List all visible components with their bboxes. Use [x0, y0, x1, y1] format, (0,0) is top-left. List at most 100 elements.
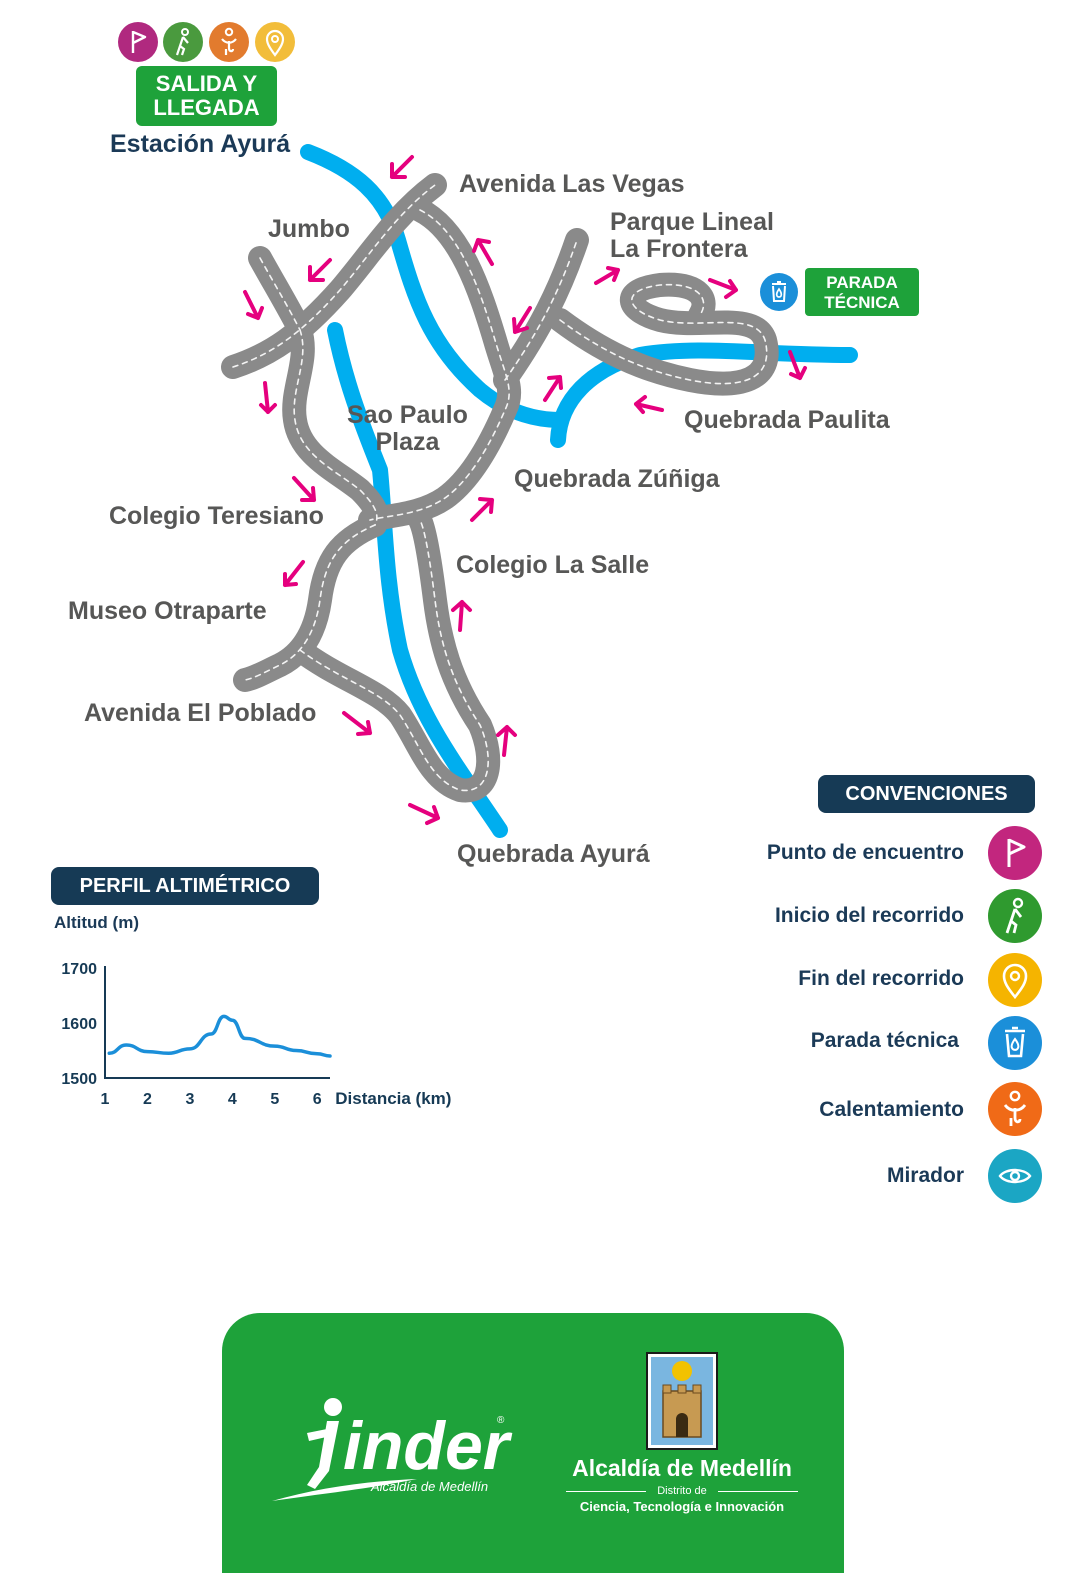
legend-icon-parada	[988, 1016, 1042, 1070]
distrito-line: Distrito de	[566, 1483, 798, 1499]
profile-title: PERFIL ALTIMÉTRICO	[51, 867, 319, 905]
parada-tecnica-badge: PARADA TÉCNICA	[805, 268, 919, 316]
finish-marker	[255, 22, 295, 62]
direction-arrows	[243, 155, 807, 825]
inder-runner-swoosh	[272, 1479, 417, 1501]
arrow	[634, 395, 664, 414]
alcaldia-name: Alcaldía de Medellín	[572, 1455, 792, 1481]
legend-icon-meeting-point	[988, 826, 1042, 880]
arrow	[342, 711, 372, 736]
legend-label-start: Inicio del recorrido	[774, 904, 964, 927]
y-tick-label: 1700	[61, 961, 97, 978]
label-avenida-el-poblado: Avenida El Poblado	[84, 699, 317, 727]
arrow	[259, 381, 277, 414]
arrow	[543, 375, 563, 402]
distrito-text: Distrito de	[657, 1485, 707, 1497]
y-tick-label: 1600	[61, 1016, 97, 1033]
label-parque-lineal: Parque Lineal La Frontera	[610, 209, 774, 263]
arrow	[390, 155, 414, 179]
legend-icon-start	[988, 889, 1042, 943]
label-parque-lineal-line1: Parque Lineal	[610, 208, 774, 236]
label-sao-paulo-line1: Sao Paulo	[347, 401, 468, 429]
stretching-person-icon	[1003, 1090, 1027, 1126]
arrow	[472, 238, 494, 266]
medellin-coat-of-arms	[646, 1352, 718, 1450]
legend-label-warmup: Calentamiento	[819, 1098, 964, 1121]
label-colegio-teresiano: Colegio Teresiano	[109, 502, 324, 530]
legend-icon-mirador	[988, 1149, 1042, 1203]
eye-icon	[998, 1168, 1032, 1184]
meeting-point-marker	[118, 22, 158, 62]
arrow	[512, 306, 532, 334]
x-tick-label: 1	[101, 1091, 110, 1108]
cti-line: Ciencia, Tecnología e Innovación	[579, 1499, 785, 1514]
arrow	[308, 258, 332, 282]
y-tick-label: 1500	[61, 1071, 97, 1088]
inder-runner-body	[307, 1421, 339, 1489]
arrow	[283, 560, 305, 587]
parada-marker	[760, 273, 798, 311]
arrow	[408, 803, 440, 825]
parada-line2: TÉCNICA	[824, 293, 900, 312]
label-sao-paulo-line2: Plaza	[375, 428, 440, 456]
inder-runner-head	[324, 1398, 342, 1416]
footer: inder ® Alcaldía de Medellín Alcaldía de…	[222, 1313, 844, 1573]
arrow	[496, 725, 517, 757]
profile-ylabel: Altitud (m)	[54, 913, 139, 932]
inder-logo: inder ® Alcaldía de Medellín	[272, 1398, 513, 1501]
water-bin-icon	[1005, 1026, 1025, 1058]
walker-icon	[175, 28, 189, 56]
arrow	[594, 266, 620, 285]
arrow	[708, 278, 738, 299]
start-marker	[163, 22, 203, 62]
stretching-person-icon	[221, 27, 237, 55]
start-label-line1: SALIDA Y	[155, 71, 258, 96]
arrow	[451, 600, 472, 632]
legend-label-meeting-point: Punto de encuentro	[766, 841, 964, 864]
x-tick-label: 4	[228, 1091, 237, 1108]
registered-mark: ®	[497, 1415, 505, 1426]
flag-icon	[131, 30, 147, 53]
route-map	[221, 144, 858, 838]
location-pin-icon	[1002, 963, 1028, 1000]
x-tick-label: 5	[270, 1091, 279, 1108]
arrow	[243, 290, 264, 320]
legend-icon-finish	[988, 953, 1042, 1007]
elevation-line	[107, 1014, 332, 1058]
legend-label-finish: Fin del recorrido	[798, 967, 964, 990]
inder-wordmark: inder	[343, 1408, 513, 1484]
chart-axes	[104, 966, 330, 1079]
label-parque-lineal-line2: La Frontera	[610, 235, 748, 263]
x-tick-label: 2	[143, 1091, 152, 1108]
x-axis-label: Distancia (km)	[335, 1089, 451, 1108]
label-museo-otraparte: Museo Otraparte	[68, 597, 267, 625]
arrow	[470, 497, 494, 522]
water-bin-icon	[772, 281, 786, 302]
running-route	[221, 173, 779, 803]
location-pin-icon	[265, 29, 285, 57]
inder-subtitle: Alcaldía de Medellín	[370, 1479, 488, 1494]
walker-icon	[1005, 897, 1024, 934]
label-jumbo: Jumbo	[268, 215, 350, 243]
start-finish-badge: SALIDA Y LLEGADA	[136, 66, 277, 126]
label-sao-paulo-plaza: Sao Paulo Plaza	[347, 402, 468, 456]
legend-icon-warmup	[988, 1082, 1042, 1136]
flag-icon	[1007, 838, 1026, 867]
legend-label-mirador: Mirador	[886, 1164, 964, 1187]
label-quebrada-zuniga: Quebrada Zúñiga	[514, 465, 720, 493]
x-tick-label: 6	[313, 1091, 322, 1108]
label-colegio-la-salle: Colegio La Salle	[456, 551, 650, 579]
label-avenida-las-vegas: Avenida Las Vegas	[459, 170, 685, 198]
label-quebrada-paulita: Quebrada Paulita	[684, 406, 890, 434]
legend-label-parada: Parada técnica	[810, 1029, 959, 1052]
warmup-marker	[209, 22, 249, 62]
station-name: Estación Ayurá	[110, 130, 291, 158]
label-quebrada-ayura: Quebrada Ayurá	[457, 840, 650, 868]
legend-title: CONVENCIONES	[818, 775, 1035, 813]
arrow	[788, 350, 807, 380]
start-label-line2: LLEGADA	[153, 95, 260, 120]
x-tick-label: 3	[185, 1091, 194, 1108]
arrow	[292, 476, 316, 502]
parada-line1: PARADA	[826, 273, 898, 292]
